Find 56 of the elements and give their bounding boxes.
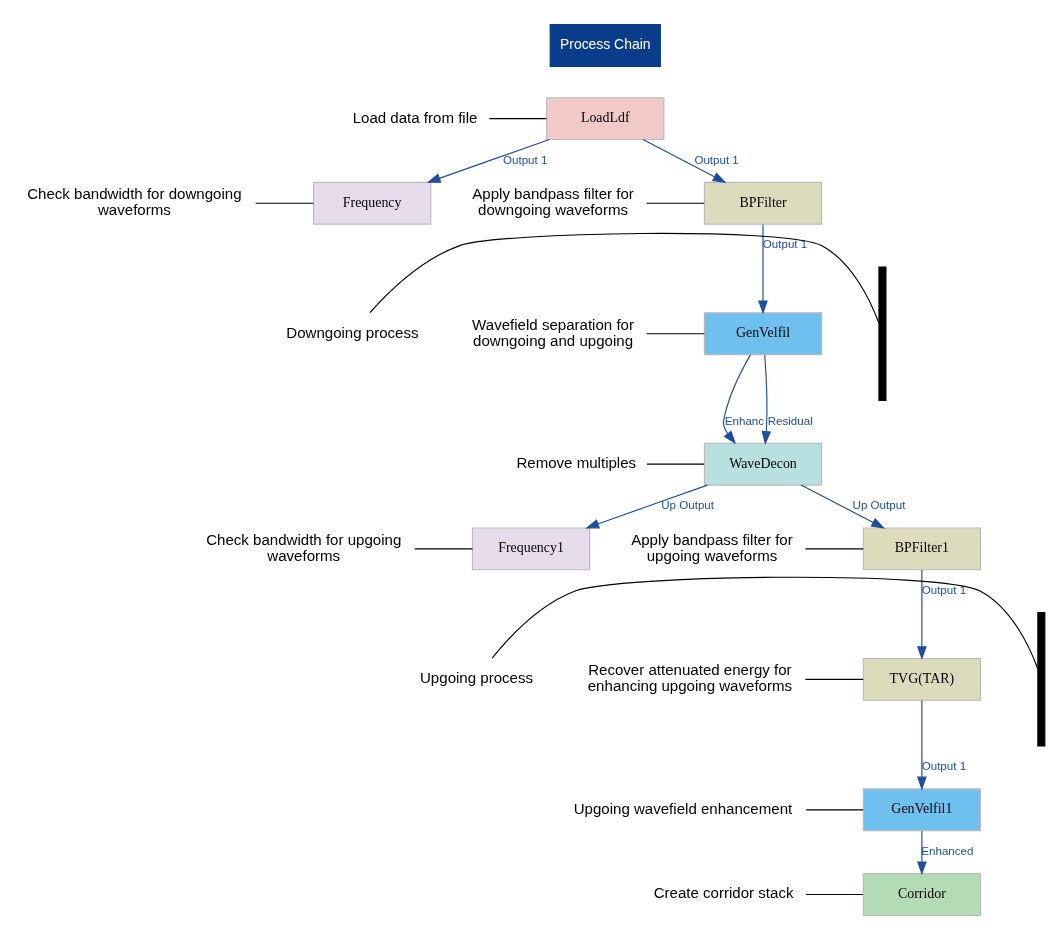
- arrow: [800, 484, 886, 529]
- edge-label: Up Output: [852, 499, 906, 512]
- arrow: [917, 830, 927, 876]
- node-text: Apply bandpass filter for downgoing waveforms: [472, 185, 634, 219]
- node-box: BPFilter: [703, 181, 823, 225]
- node-text: Load data from file: [352, 108, 478, 126]
- connector: [645, 333, 705, 335]
- node-box: Frequency1: [471, 527, 591, 571]
- arrow: [917, 699, 927, 791]
- connector: [805, 809, 864, 811]
- edge-label: Output 1: [503, 153, 548, 166]
- node-text: Downgoing process: [286, 323, 419, 341]
- edge-label: Enhanced: [921, 845, 974, 858]
- connector: [805, 893, 864, 896]
- node-text: Apply bandpass filter for upgoing waveforms: [631, 530, 793, 564]
- connector: [491, 576, 1039, 670]
- arrow: [722, 354, 751, 445]
- node-text: Wavefield separation for downgoing and upgoing: [472, 315, 634, 349]
- arrow: [585, 484, 708, 529]
- node-text: Upgoing wavefield enhancement: [573, 799, 793, 817]
- node-box: Corridor: [862, 873, 982, 916]
- edge-label: Up Output: [661, 499, 714, 512]
- node-text: Check bandwidth for upgoing waveforms: [206, 530, 402, 564]
- connector: [804, 678, 864, 680]
- node-box: TVG(TAR): [862, 657, 982, 701]
- node-text: Remove multiples: [516, 454, 637, 472]
- connector: [488, 118, 547, 120]
- connector: [645, 202, 705, 204]
- edge-label: Residual: [767, 414, 813, 427]
- connector: [804, 548, 864, 550]
- node-bracket: [878, 266, 887, 401]
- edge-label: Output 1: [921, 760, 967, 773]
- connector: [414, 548, 473, 550]
- arrow: [426, 138, 550, 183]
- arrow: [758, 223, 768, 315]
- node-box: GenVelfil1: [862, 788, 982, 832]
- connector: [369, 232, 880, 324]
- connector: [646, 463, 705, 465]
- edge-label: Output 1: [694, 153, 739, 166]
- node-box: LoadLdf: [546, 97, 665, 141]
- node-text: Upgoing process: [420, 669, 534, 687]
- node-bracket: [1037, 612, 1046, 747]
- node-box: BPFilter1: [862, 527, 982, 571]
- node-text: Create corridor stack: [653, 884, 794, 902]
- edge-label: Enhanc: [724, 414, 765, 427]
- arrow: [642, 138, 727, 184]
- node-box: GenVelfil: [703, 312, 823, 356]
- node-box: WaveDecon: [703, 442, 823, 486]
- node-box: Frequency: [313, 181, 432, 225]
- connector: [255, 202, 314, 204]
- node-text: Recover attenuated energy for enhancing upgoing waveforms: [587, 661, 793, 695]
- label: Process Chain: [560, 36, 651, 53]
- arrow: [761, 354, 772, 445]
- arrow: [917, 569, 927, 661]
- node-text: Check bandwidth for downgoing waveforms: [27, 185, 242, 219]
- edge-label: Output 1: [921, 584, 967, 597]
